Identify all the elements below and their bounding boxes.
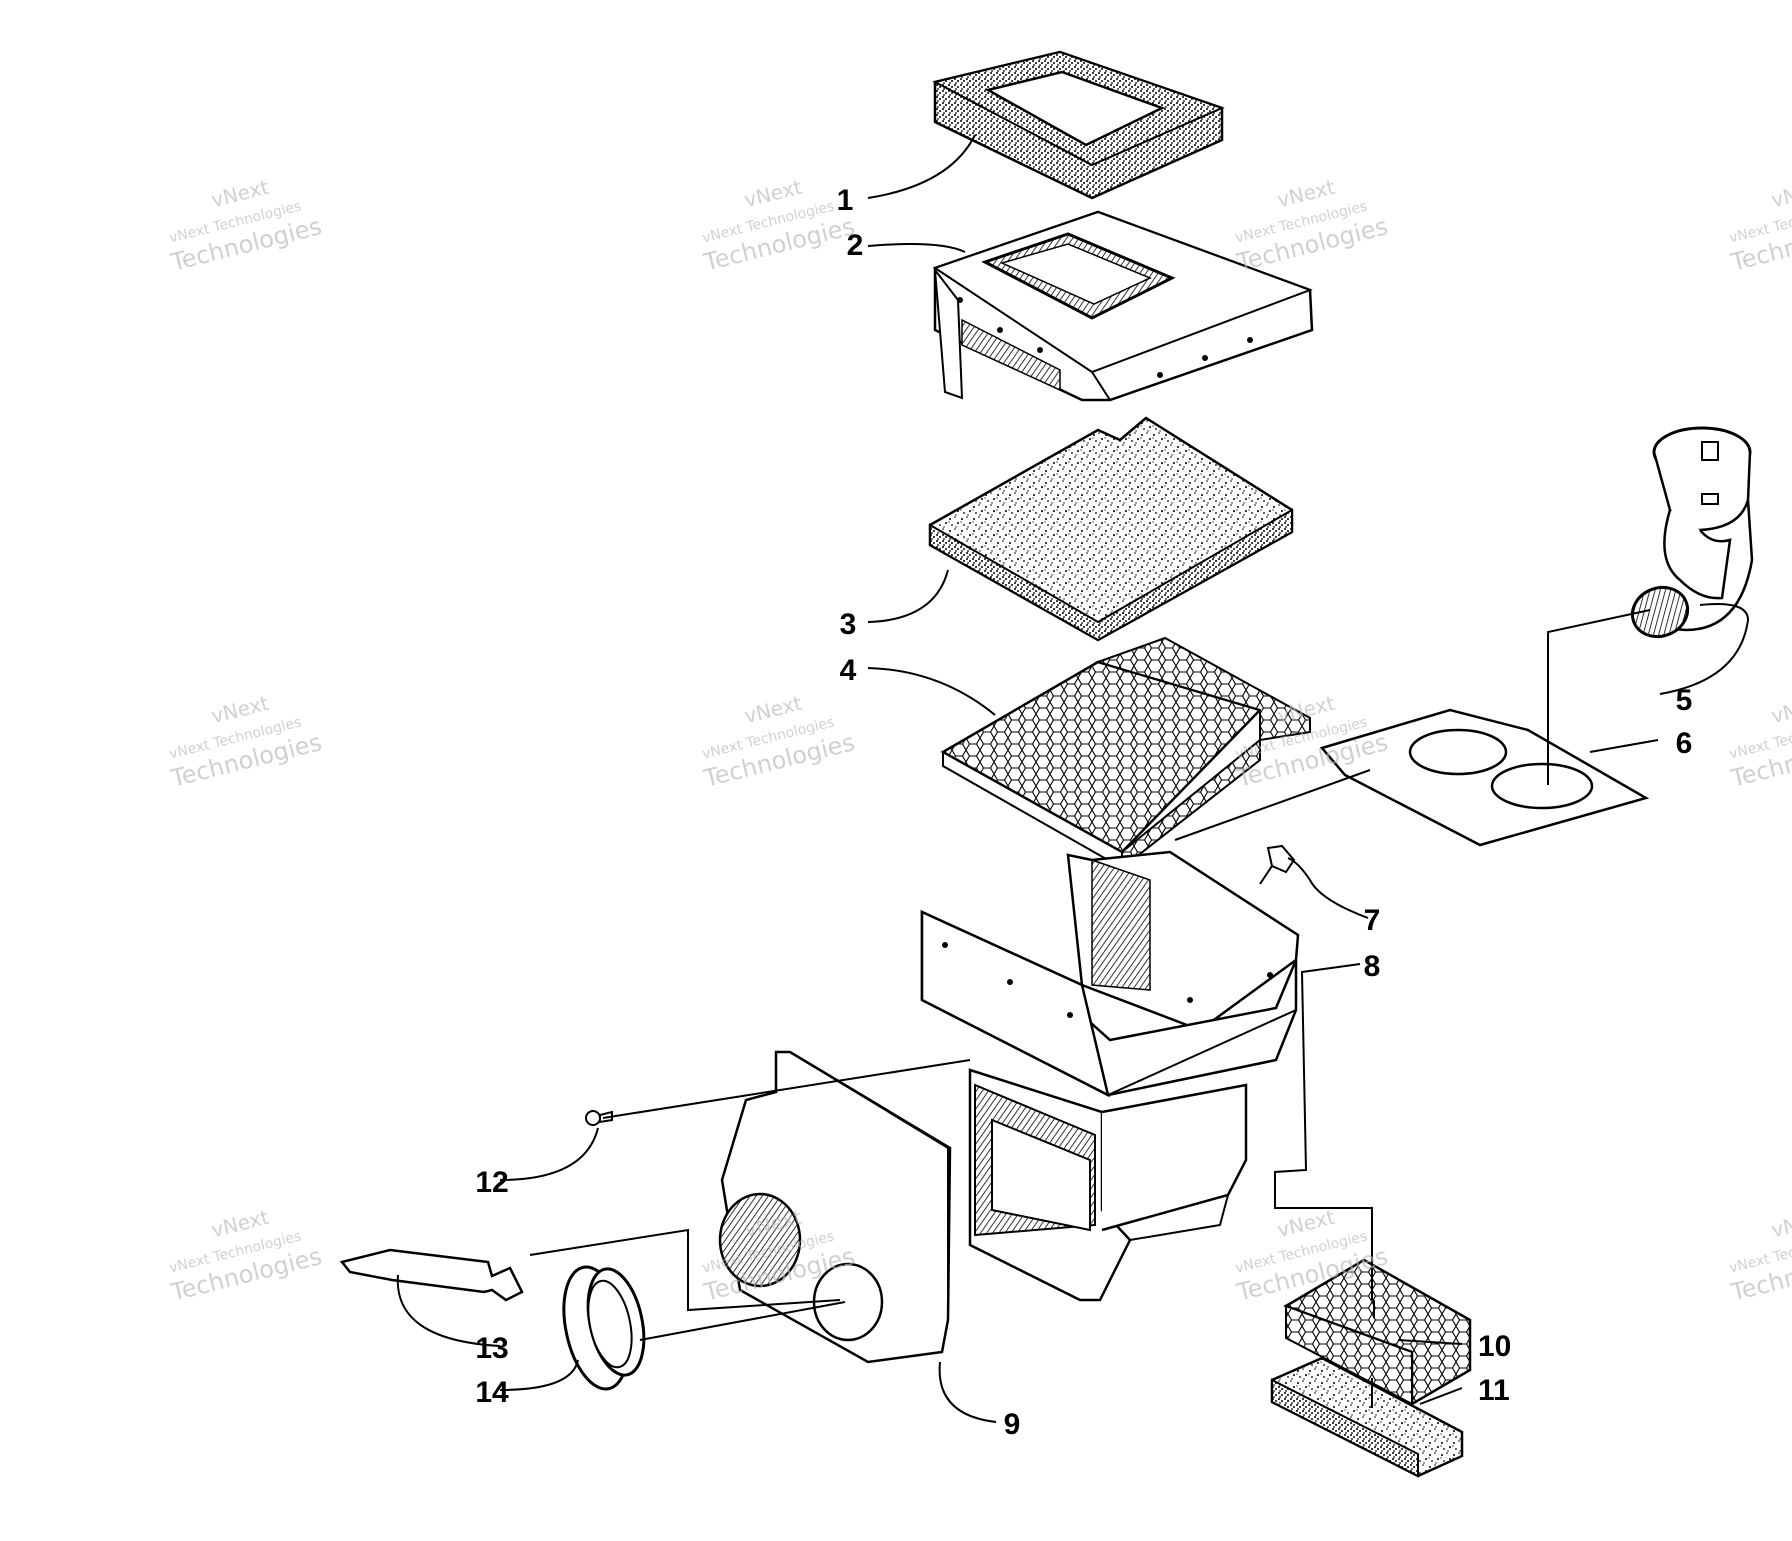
part-4-mesh-screen [940, 636, 1311, 871]
part-10-mesh-cover [1283, 1258, 1472, 1407]
callout-14: 14 [475, 1376, 509, 1409]
watermark-9: vNext vNext Technologies Technologies [167, 1205, 324, 1307]
callout-8: 8 [1364, 950, 1381, 983]
callout-11: 11 [1478, 1374, 1510, 1407]
watermark-8: vNext vNext Technologies Technologies [1727, 691, 1792, 793]
callout-4: 4 [840, 654, 857, 687]
watermark-3: vNext vNext Technologies Technologies [1233, 175, 1390, 277]
part-14-sealing-ring [562, 1265, 646, 1391]
part-9-side-panel [718, 1050, 952, 1364]
callout-5: 5 [1676, 684, 1693, 717]
watermark-top-text: vNext [1769, 1205, 1792, 1242]
part-6-plate [1319, 708, 1650, 847]
callout-9: 9 [1004, 1408, 1021, 1441]
callout-7: 7 [1364, 904, 1381, 937]
part-5-elbow-duct [1630, 426, 1754, 639]
part-8-airbox-housing [920, 850, 1300, 1302]
callout-10: 10 [1478, 1330, 1511, 1363]
part-7-clip [1259, 844, 1296, 885]
watermark-12: vNext vNext Technologies Technologies [1727, 1205, 1792, 1307]
callout-6: 6 [1676, 727, 1693, 760]
callout-labels: 1 2 3 4 5 6 7 8 9 10 11 12 13 14 [475, 184, 1692, 1441]
callout-12: 12 [475, 1166, 508, 1199]
watermark-4: vNext vNext Technologies Technologies [1727, 175, 1792, 277]
watermark-1: vNext vNext Technologies Technologies [167, 175, 324, 277]
leader-lines [396, 134, 1750, 1423]
callout-3: 3 [840, 608, 857, 641]
watermark-2: vNext vNext Technologies Technologies [700, 175, 857, 277]
watermark-top-text: vNext [1769, 175, 1792, 212]
callout-2: 2 [847, 229, 864, 262]
part-12-screw [585, 1110, 613, 1126]
watermark-5: vNext vNext Technologies Technologies [167, 691, 324, 793]
part-2-airbox-lid [932, 210, 1314, 402]
part-3-foam-filter [928, 416, 1294, 642]
callout-13: 13 [475, 1332, 508, 1365]
part-11-foam-block [1270, 1356, 1464, 1478]
callout-1: 1 [837, 184, 854, 217]
watermark-top-text: vNext [1769, 691, 1792, 728]
watermark-6: vNext vNext Technologies Technologies [700, 691, 857, 793]
part-13-handle [339, 1248, 524, 1302]
part-1-foam-seal [932, 50, 1225, 200]
